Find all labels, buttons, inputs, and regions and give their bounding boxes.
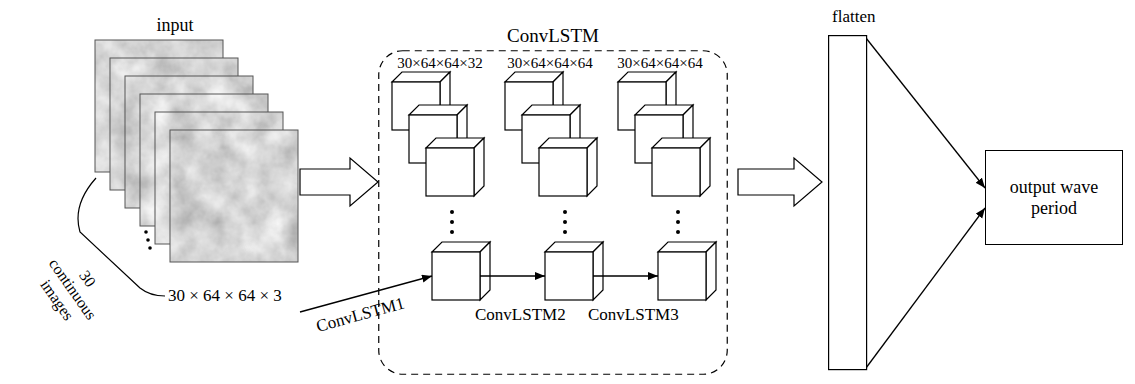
convlstm-group: ConvLSTM30×64×64×3230×64×64×64ConvLSTM23…	[378, 50, 728, 375]
convlstm-cubes-2	[505, 72, 603, 300]
input-stack: input	[95, 15, 300, 315]
text-holder: ConvLSTM2	[475, 305, 585, 325]
node-label: 30×64×64×64	[617, 55, 702, 72]
edge-label-holder: ConvLSTM1	[314, 294, 408, 337]
sequence-length-label: 30 continuous images	[24, 237, 121, 342]
node-label: ConvLSTM	[503, 25, 603, 47]
image-stack	[95, 40, 298, 262]
flatten-bar	[828, 5, 898, 371]
text-holder: 30×64×64×32	[385, 54, 495, 72]
text-holder: 30×64×64×64	[605, 54, 715, 72]
label-holder: 30 × 64 × 64 × 3	[168, 286, 282, 306]
label-holder: 30 continuous images	[24, 237, 121, 342]
convlstm-cubes-1	[392, 72, 490, 300]
convlstm-layer: 30×64×64×64ConvLSTM2	[495, 52, 605, 342]
ellipsis-dots	[144, 230, 152, 250]
node-label: input	[156, 15, 193, 36]
connector	[593, 276, 658, 277]
output-box: output wave period	[985, 150, 1123, 245]
text-holder: output wave period	[986, 151, 1122, 244]
layer-name: ConvLSTM2	[475, 305, 566, 325]
edge-label: ConvLSTM1	[314, 294, 407, 337]
flow-arrow	[300, 158, 378, 206]
connector	[866, 38, 985, 368]
layer-name: ConvLSTM3	[588, 305, 679, 325]
node-label: flatten	[832, 7, 875, 27]
text-holder: ConvLSTM3	[588, 305, 698, 325]
group-outline	[378, 50, 728, 375]
input-shape-label: 30 × 64 × 64 × 3	[168, 286, 282, 306]
node-label: 30×64×64×64	[507, 55, 592, 72]
text-holder: flatten	[832, 7, 898, 27]
convlstm-layer: 30×64×64×64ConvLSTM3	[605, 52, 715, 342]
node-label: 30×64×64×32	[397, 55, 482, 72]
text-holder: input	[125, 15, 225, 36]
flatten-layer: flatten	[828, 5, 898, 371]
text-holder: ConvLSTM	[378, 25, 728, 47]
flow-arrow	[738, 158, 822, 206]
node-label: output wave period	[995, 177, 1113, 218]
text-holder: 30×64×64×64	[495, 54, 605, 72]
convlstm-cubes-3	[618, 72, 716, 300]
connector	[480, 276, 545, 277]
